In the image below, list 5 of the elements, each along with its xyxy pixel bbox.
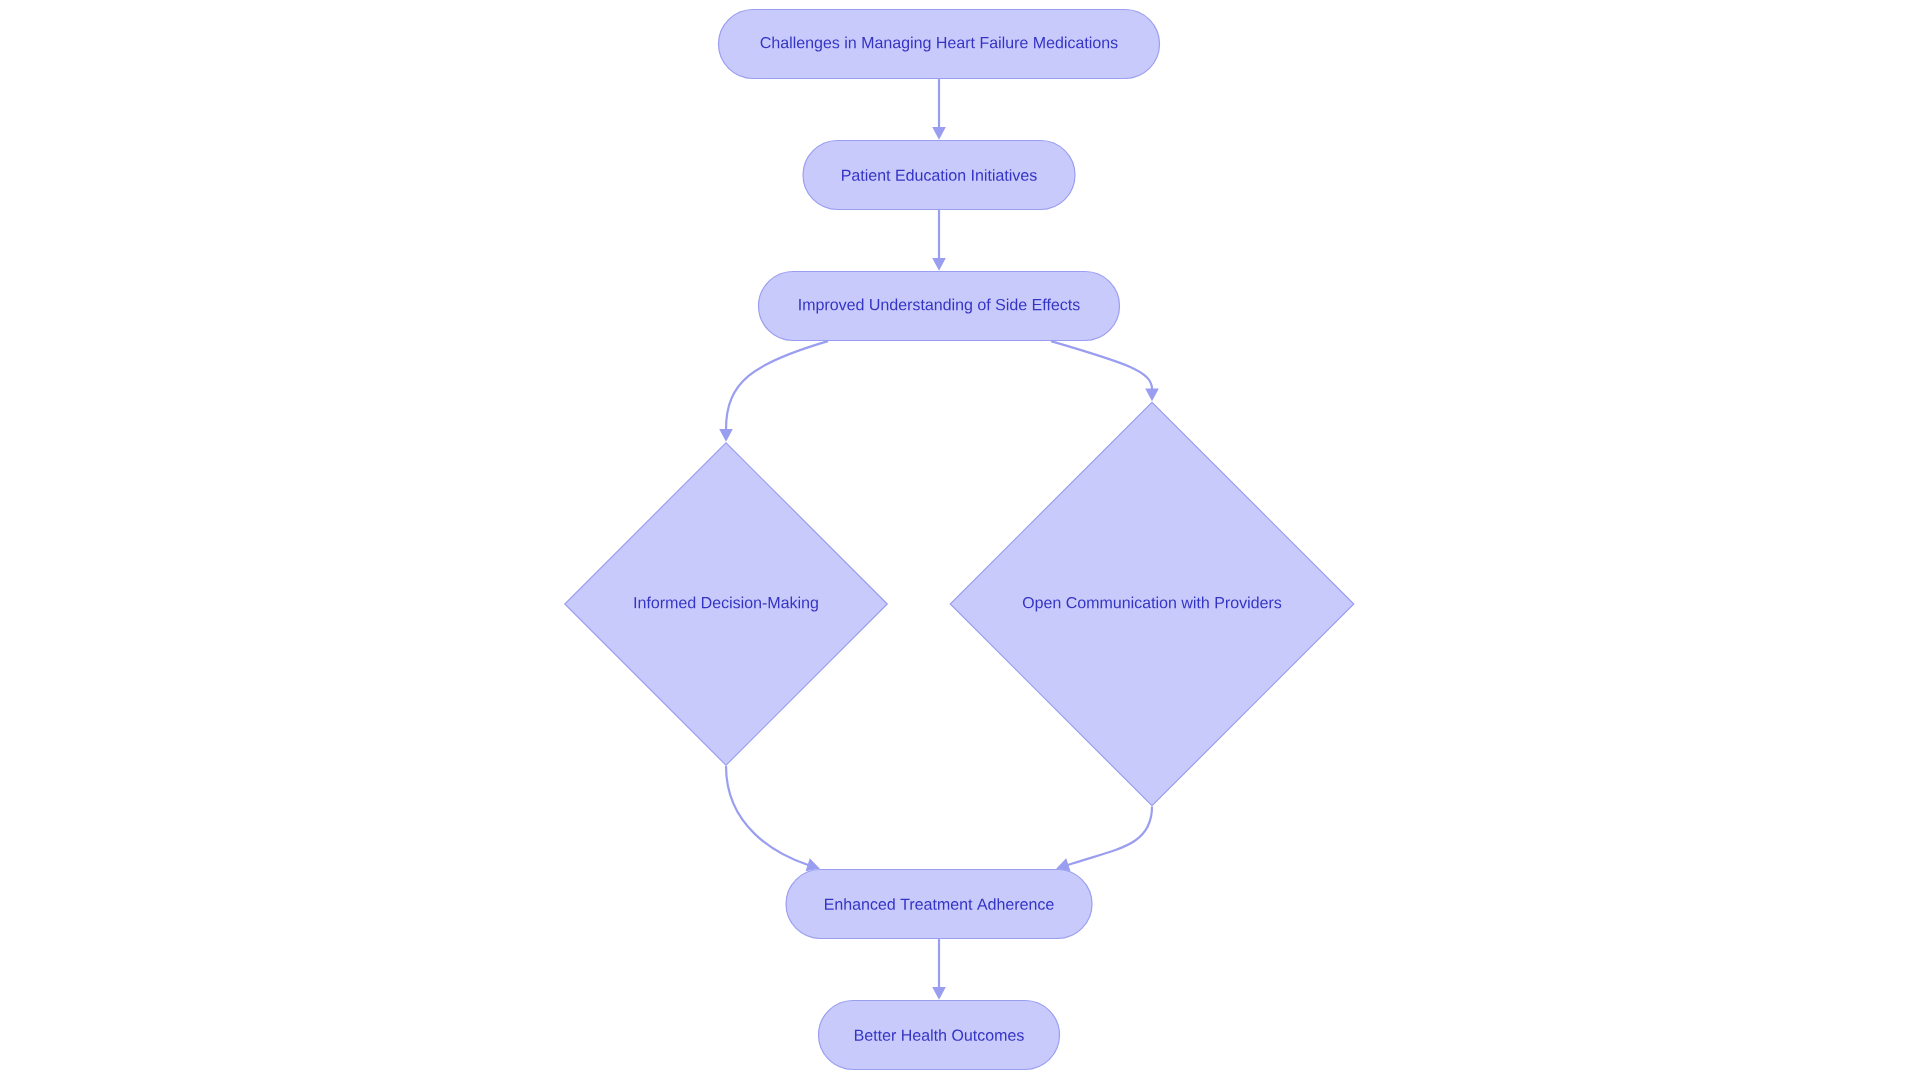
- process-box: Improved Understanding of Side Effects: [757, 270, 1121, 342]
- process-box: Better Health Outcomes: [817, 999, 1061, 1071]
- process-box: Enhanced Treatment Adherence: [785, 868, 1093, 940]
- process-box: Challenges in Managing Heart Failure Medications: [717, 8, 1161, 80]
- process-box: Patient Education Initiatives: [802, 139, 1076, 211]
